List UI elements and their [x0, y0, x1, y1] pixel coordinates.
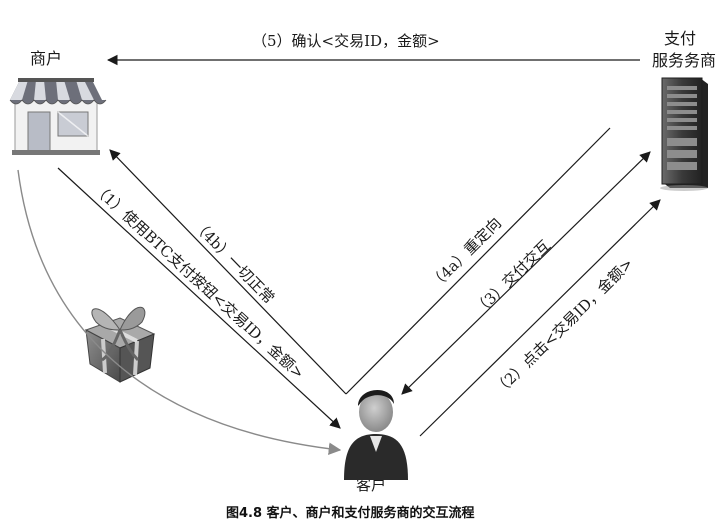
label-step4a: （4a）重定向 [426, 214, 505, 293]
figure-caption: 图4.8 客户、商户和支付服务商的交互流程 [226, 505, 475, 521]
arrow-gift-delivery [17, 169, 342, 456]
arrow-step3 [401, 151, 651, 395]
customer-label: 客户 [356, 476, 386, 494]
payment-provider-label-line2: 服务务商 [652, 51, 716, 70]
label-step5: （5）确认<交易ID，金额> [252, 32, 440, 50]
payment-provider-label-line1: 支付 [664, 29, 696, 48]
merchant-label: 商户 [30, 49, 62, 68]
storefront-icon [9, 78, 107, 155]
arrow-step4b [109, 149, 347, 395]
arrow-step2 [419, 199, 661, 437]
arrow-step1 [57, 167, 341, 429]
arrow-step4a [345, 127, 611, 395]
server-icon [660, 77, 708, 191]
person-icon [344, 389, 408, 480]
